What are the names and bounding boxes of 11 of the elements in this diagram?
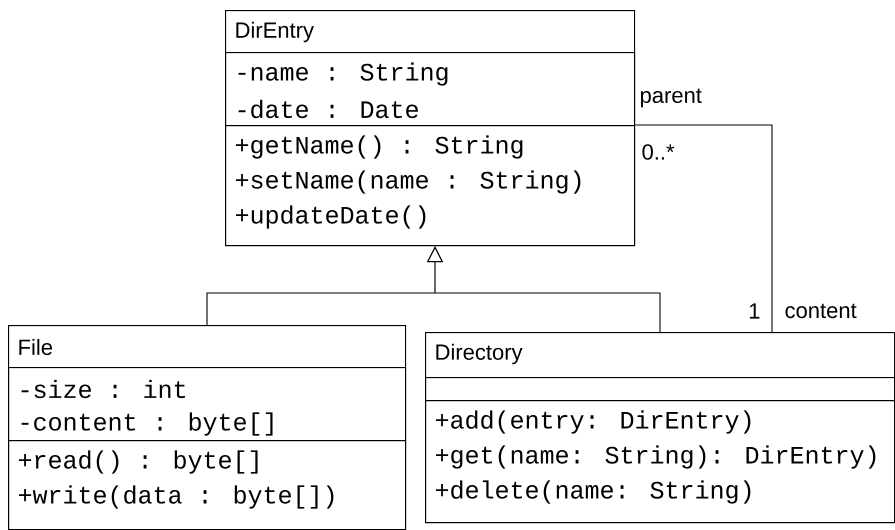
- compartment-box: -size : int -content : byte[]: [8, 367, 406, 442]
- association-line: [635, 124, 773, 332]
- compartment-box: +read() : byte[] +write(data : byte[]): [8, 440, 406, 530]
- multiplicity-label: 0..*: [642, 144, 674, 160]
- multiplicity-label: 1: [750, 303, 760, 319]
- multiplicity-label: content: [786, 304, 857, 318]
- compartment-box: [425, 377, 895, 402]
- multiplicity-label: parent: [640, 88, 702, 108]
- compartment-box: +getName() : String +setName(name : String) +updateDate(): [225, 125, 636, 246]
- compartment-box: +add(entry: DirEntry) +get(name: String): DirEntry) +delete(name: String): [425, 400, 895, 524]
- compartment-box: -name : String -date : Date: [225, 52, 636, 126]
